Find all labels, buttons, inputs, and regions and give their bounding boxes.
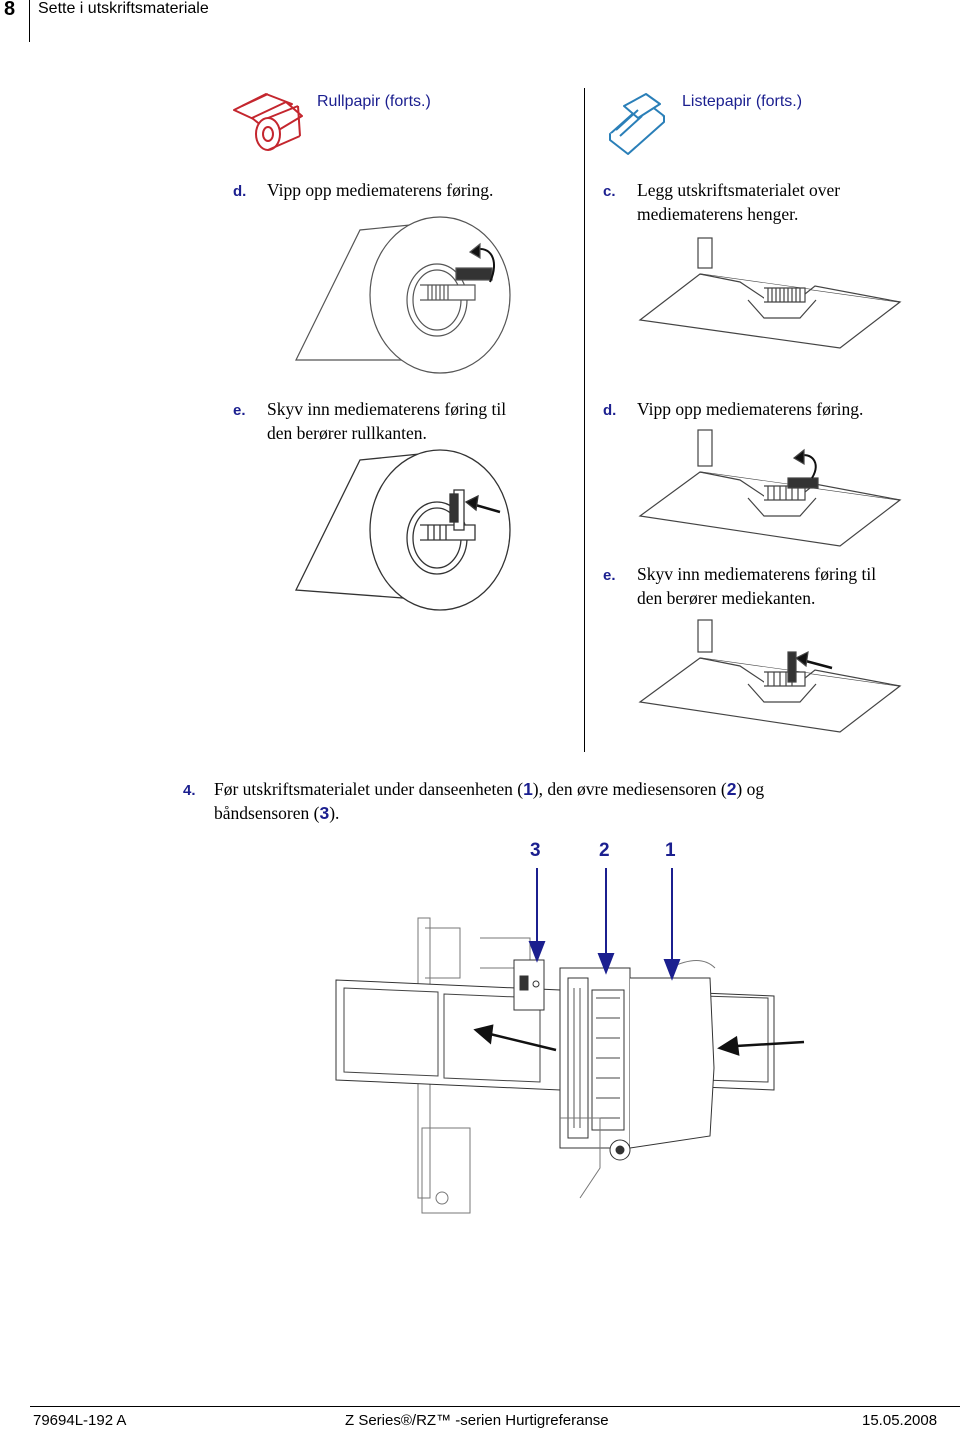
step-label: e. xyxy=(233,402,246,419)
column-divider xyxy=(584,88,585,752)
callout-ref-2: 2 xyxy=(726,779,737,799)
fanfold-hanger-illustration xyxy=(638,237,902,349)
callout-2: 2 xyxy=(599,840,610,861)
footer-doc-number: 79694L-192 A xyxy=(33,1412,127,1429)
printer-media-path-illustration xyxy=(335,868,805,1214)
callout-ref-1: 1 xyxy=(523,779,533,799)
roll-media-guide-slide-illustration xyxy=(294,449,511,611)
fanfold-paper-icon xyxy=(609,93,665,155)
fanfold-guide-up-illustration xyxy=(638,429,902,547)
roll-media-guide-up-illustration xyxy=(295,216,511,374)
right-column-heading: Listepapir (forts.) xyxy=(682,93,803,110)
step-text: Vipp opp mediematerens føring. xyxy=(637,399,864,419)
step-4-text: ) og xyxy=(736,779,765,799)
left-step-d: d. Vipp opp mediematerens føring. xyxy=(233,178,573,204)
step-text-line2: den berører mediekanten. xyxy=(637,588,816,608)
step-label: 4. xyxy=(183,782,196,799)
step-4-text: ), den øvre mediesensoren ( xyxy=(532,779,727,799)
step-text-line2: den berører rullkanten. xyxy=(267,423,427,443)
step-4: 4. Før utskriftsmaterialet under danseen… xyxy=(183,777,923,829)
step-4-text: båndsensoren ( xyxy=(214,803,320,823)
callout-1: 1 xyxy=(665,840,676,861)
callout-ref-3: 3 xyxy=(319,803,330,823)
header-divider xyxy=(29,0,30,42)
step-4-text: Før utskriftsmaterialet under danseenhet… xyxy=(214,779,524,799)
step-label: e. xyxy=(603,567,616,584)
step-4-text: ). xyxy=(329,803,340,823)
right-step-d: d. Vipp opp mediematerens føring. xyxy=(603,397,943,423)
fanfold-guide-slide-illustration xyxy=(638,619,902,733)
footer-date: 15.05.2008 xyxy=(862,1412,938,1429)
header-title: Sette i utskriftsmateriale xyxy=(38,0,209,17)
step-text-line1: Skyv inn mediematerens føring til xyxy=(267,399,507,419)
step-text: Vipp opp mediematerens føring. xyxy=(267,180,494,200)
page-number: 8 xyxy=(4,0,16,20)
step-label: c. xyxy=(603,183,616,200)
left-step-e: e. Skyv inn mediematerens føring til den… xyxy=(233,397,578,449)
right-step-e: e. Skyv inn mediematerens føring til den… xyxy=(603,562,943,614)
step-text-line2: mediematerens henger. xyxy=(637,204,799,224)
footer-title: Z Series®/RZ™ -serien Hurtigreferanse xyxy=(345,1412,609,1429)
step-text-line1: Skyv inn mediematerens føring til xyxy=(637,564,877,584)
step-label: d. xyxy=(233,183,247,200)
step-4-line2: båndsensoren (3). xyxy=(214,801,339,825)
right-step-c: c. Legg utskriftsmaterialet over mediema… xyxy=(603,178,943,230)
roll-paper-icon xyxy=(233,93,303,151)
step-4-line1: Før utskriftsmaterialet under danseenhet… xyxy=(214,777,764,801)
step-text-line1: Legg utskriftsmaterialet over xyxy=(637,180,841,200)
step-label: d. xyxy=(603,402,617,419)
footer-rule xyxy=(30,1406,960,1407)
left-column-heading: Rullpapir (forts.) xyxy=(317,93,431,110)
callout-3: 3 xyxy=(530,840,541,861)
